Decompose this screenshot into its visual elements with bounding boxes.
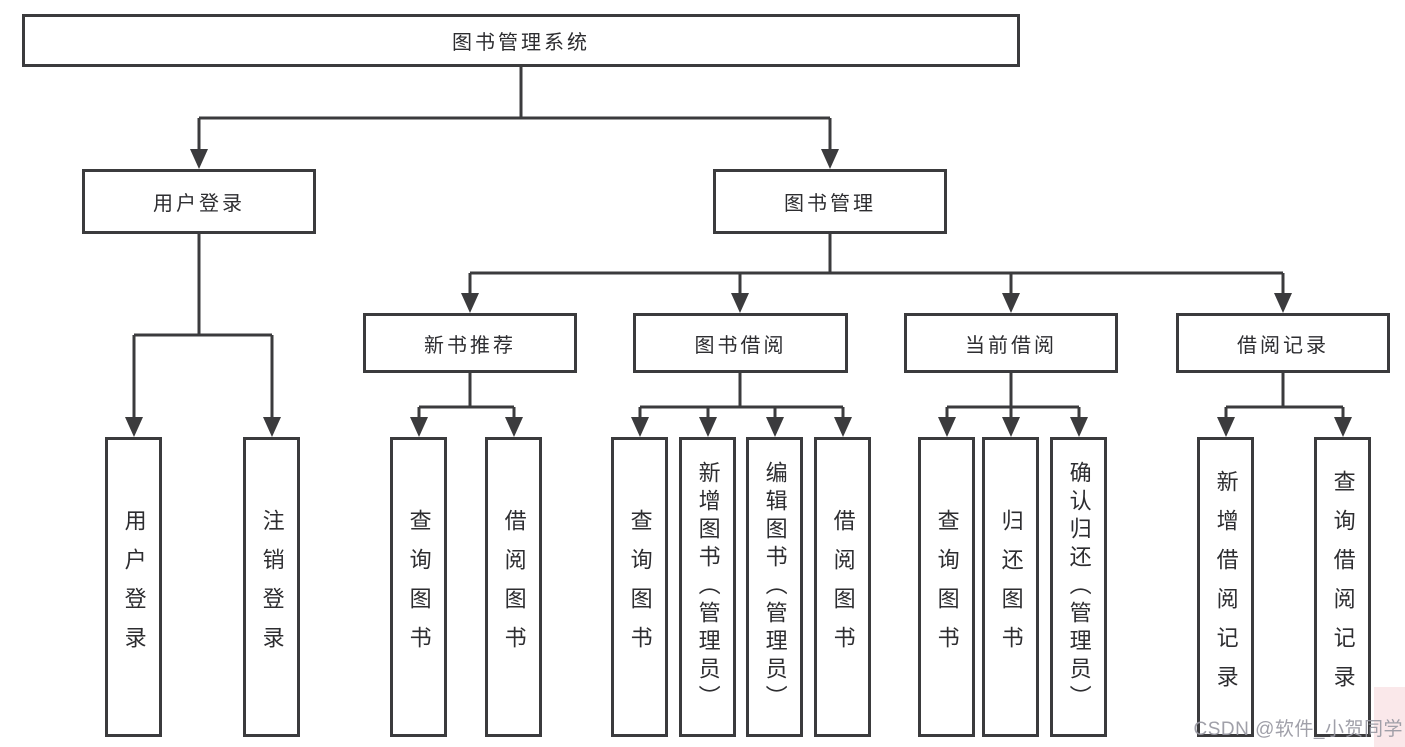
node-borrow-records: 借阅记录 <box>1176 313 1390 373</box>
csdn-watermark: CSDN @软件_小贺同学 <box>1193 719 1403 740</box>
leaf-query-book-newbook: 查询图书 <box>390 437 447 737</box>
leaf-borrow-book: 借阅图书 <box>814 437 871 737</box>
watermark-corner-tint <box>1374 687 1405 747</box>
leaf-label: 用户登录 <box>121 509 147 665</box>
node-user-login: 用户登录 <box>82 169 316 234</box>
leaf-label: 新增图书（管理员） <box>695 461 721 713</box>
leaf-borrow-book-newbook: 借阅图书 <box>485 437 542 737</box>
leaf-label: 借阅图书 <box>830 509 856 665</box>
leaf-query-book-current: 查询图书 <box>918 437 975 737</box>
leaf-user-login: 用户登录 <box>105 437 162 737</box>
leaf-query-book-borrow: 查询图书 <box>611 437 668 737</box>
leaf-add-borrow-record: 新增借阅记录 <box>1197 437 1254 737</box>
leaf-label: 注销登录 <box>259 509 285 665</box>
leaf-query-borrow-record: 查询借阅记录 <box>1314 437 1371 737</box>
node-label: 用户登录 <box>153 193 245 215</box>
node-label: 图书管理 <box>784 193 876 215</box>
node-book-borrow: 图书借阅 <box>633 313 848 373</box>
leaf-label: 借阅图书 <box>501 509 527 665</box>
node-book-management: 图书管理 <box>713 169 947 234</box>
leaf-label: 查询图书 <box>934 509 960 665</box>
node-label: 新书推荐 <box>424 334 516 357</box>
leaf-edit-book-admin: 编辑图书（管理员） <box>746 437 803 737</box>
node-current-borrow: 当前借阅 <box>904 313 1118 373</box>
node-label: 图书借阅 <box>694 334 787 357</box>
node-label: 借阅记录 <box>1237 334 1329 357</box>
leaf-label: 编辑图书（管理员） <box>762 461 788 713</box>
leaf-confirm-return-admin: 确认归还（管理员） <box>1050 437 1107 737</box>
node-label: 图书管理系统 <box>452 32 590 54</box>
leaf-label: 归还图书 <box>998 509 1024 665</box>
leaf-label: 新增借阅记录 <box>1213 470 1239 704</box>
leaf-label: 查询借阅记录 <box>1330 470 1356 704</box>
leaf-label: 查询图书 <box>627 509 653 665</box>
node-root-system: 图书管理系统 <box>22 14 1020 67</box>
leaf-logout: 注销登录 <box>243 437 300 737</box>
leaf-add-book-admin: 新增图书（管理员） <box>679 437 736 737</box>
leaf-label: 查询图书 <box>406 509 432 665</box>
node-new-book-recommend: 新书推荐 <box>363 313 577 373</box>
node-label: 当前借阅 <box>965 334 1057 357</box>
leaf-return-book: 归还图书 <box>982 437 1039 737</box>
leaf-label: 确认归还（管理员） <box>1066 461 1092 713</box>
